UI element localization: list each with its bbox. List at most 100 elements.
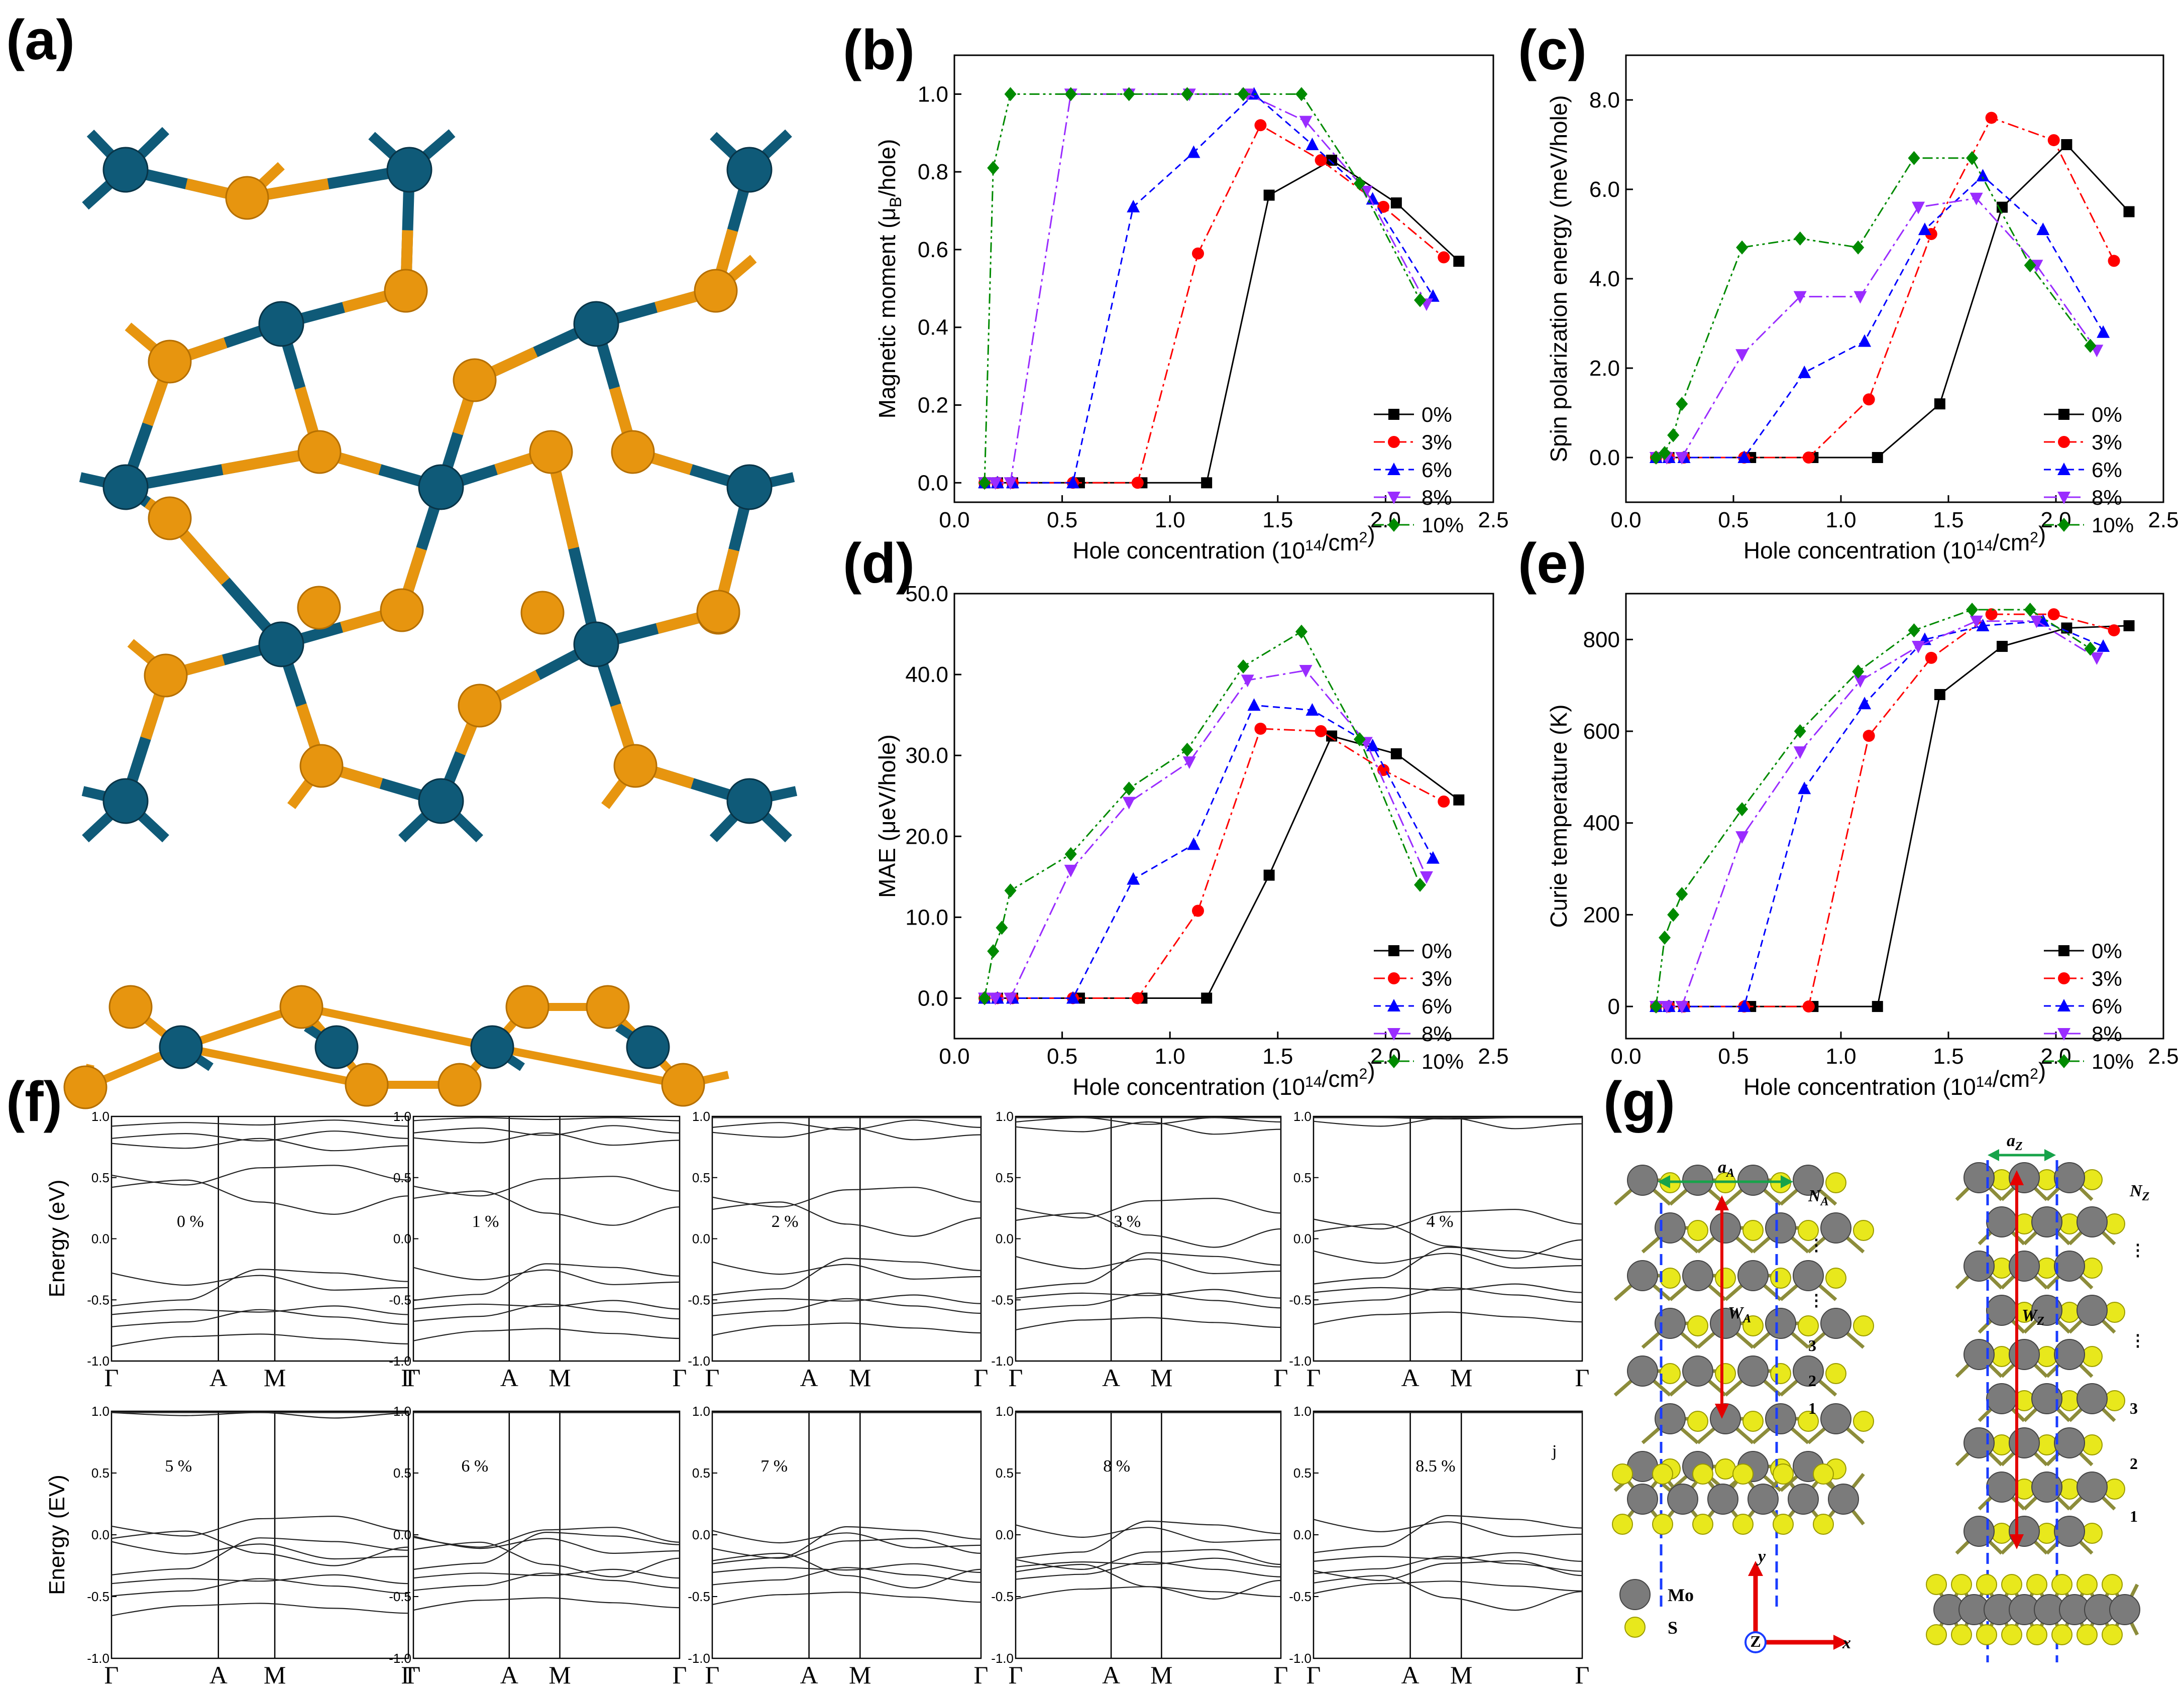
sulfur-atom xyxy=(1991,1346,2012,1367)
data-point-6% xyxy=(1066,991,1080,1004)
kpoint-label: M xyxy=(264,1661,286,1689)
sulfur-atom xyxy=(613,744,658,788)
data-point-6% xyxy=(1737,450,1751,463)
molybdenum-atom xyxy=(2009,1427,2040,1458)
band-curve xyxy=(111,1138,409,1152)
data-point-10% xyxy=(1414,877,1427,892)
series-line-8% xyxy=(985,93,1428,484)
molybdenum-atom xyxy=(1820,1308,1851,1339)
kpoint-label: Γ xyxy=(974,1364,989,1392)
y-tick-label: 20.0 xyxy=(905,824,948,849)
series-line-8% xyxy=(985,669,1428,999)
data-point-8% xyxy=(1675,1001,1689,1014)
series-line-3% xyxy=(985,124,1445,484)
data-point-8% xyxy=(989,477,1002,490)
data-point-6% xyxy=(1976,169,1990,182)
row-label-na: NA xyxy=(1808,1187,1829,1208)
x-tick-label: 1.0 xyxy=(1825,1044,1856,1069)
data-point-6% xyxy=(1798,365,1811,378)
data-point-10% xyxy=(2024,602,2036,617)
data-point-8% xyxy=(1122,797,1136,810)
data-point-10% xyxy=(1353,176,1366,191)
sulfur-atom xyxy=(1652,1463,1673,1485)
molybdenum-atom xyxy=(1793,1260,1824,1291)
molybdenum-atom xyxy=(1986,1206,2017,1237)
kpoint-label: Γ xyxy=(401,1364,416,1392)
band-curve xyxy=(111,1412,409,1419)
molybdenum-atom xyxy=(1655,1212,1686,1243)
molybdenum-atom xyxy=(1667,1484,1698,1515)
kpoint-label: A xyxy=(1102,1364,1120,1392)
x-tick-label: 1.0 xyxy=(1155,1044,1185,1069)
data-point-3% xyxy=(1191,247,1204,260)
data-point-3% xyxy=(1377,200,1390,213)
x-tick-label: 0.5 xyxy=(1718,508,1749,532)
sulfur-atom xyxy=(2051,1624,2072,1645)
y-tick-label: 50.0 xyxy=(905,582,948,606)
kpoint-label: Γ xyxy=(406,1364,421,1392)
band-y-tick-label: 1.0 xyxy=(91,1404,110,1419)
band-curve xyxy=(413,1527,680,1548)
legend-marker xyxy=(1388,972,1400,984)
band-curve xyxy=(1313,1575,1583,1611)
legend-label: 3% xyxy=(2092,967,2122,990)
data-point-0% xyxy=(1453,794,1465,806)
y-axis-label: Curie temperature (K) xyxy=(1546,705,1572,928)
sulfur-atom xyxy=(586,985,630,1029)
legend-label: 8% xyxy=(1422,486,1452,509)
band-curve xyxy=(111,1333,409,1347)
data-point-10% xyxy=(1123,781,1135,796)
band-y-tick-label: 0.0 xyxy=(91,1527,110,1542)
sulfur-atom xyxy=(1715,1363,1736,1384)
data-point-3% xyxy=(1985,111,1998,124)
sulfur-atom xyxy=(1692,1514,1713,1535)
data-point-6% xyxy=(2036,222,2050,236)
data-point-8% xyxy=(1064,864,1077,877)
band-y-tick-label: 0.0 xyxy=(692,1231,710,1247)
data-point-10% xyxy=(1064,847,1077,861)
series-line-8% xyxy=(1656,197,2098,459)
arrow-head xyxy=(1715,1404,1729,1419)
legend-marker xyxy=(1387,999,1400,1011)
band-y-tick-label: 0.5 xyxy=(692,1465,710,1481)
band-y-tick-label: 0.0 xyxy=(393,1527,411,1542)
kpoint-label: Γ xyxy=(1306,1661,1321,1689)
band-y-tick-label: 1.0 xyxy=(393,1109,411,1124)
band-y-tick-label: 0.5 xyxy=(1293,1170,1312,1185)
axis-y-label: y xyxy=(1756,1547,1766,1566)
data-point-6% xyxy=(2097,325,2110,338)
sulfur-atom xyxy=(2082,1523,2103,1544)
data-point-10% xyxy=(978,476,991,490)
molybdenum-atom xyxy=(2054,1427,2085,1458)
x-tick-label: 0.5 xyxy=(1047,1044,1077,1069)
arrow-head xyxy=(1748,1561,1763,1576)
sulfur-atom xyxy=(1742,1315,1764,1336)
data-point-6% xyxy=(2097,639,2110,652)
band-y-tick-label: -1.0 xyxy=(1289,1353,1312,1369)
data-point-3% xyxy=(1315,154,1327,166)
x-tick-label: 0.0 xyxy=(939,508,969,532)
sulfur-atom xyxy=(1991,1523,2012,1544)
arrow-head xyxy=(1988,1149,1999,1161)
panel-label-b: (b) xyxy=(843,19,915,81)
band-y-tick-label: 1.0 xyxy=(393,1404,411,1419)
band-y-tick-label: 0.5 xyxy=(91,1465,110,1481)
sulfur-atom xyxy=(1853,1315,1874,1336)
y-tick-label: 0.0 xyxy=(918,471,948,495)
sulfur-atom xyxy=(2077,1624,2098,1645)
x-axis-label: Hole concentration (1014/cm2) xyxy=(1743,1058,2046,1100)
band-y-tick-label: 0.0 xyxy=(692,1527,710,1542)
kpoint-label: M xyxy=(1150,1364,1172,1392)
sulfur-atom xyxy=(148,496,192,540)
sulfur-atom xyxy=(2059,1213,2080,1234)
legend-label: 8% xyxy=(1422,1022,1452,1046)
kpoint-label: M xyxy=(1150,1661,1172,1689)
band-curve xyxy=(1015,1561,1281,1580)
x-tick-label: 2.5 xyxy=(1478,1044,1508,1069)
band-y-tick-label: 0.0 xyxy=(996,1231,1014,1247)
x-tick-label: 1.5 xyxy=(1262,508,1293,532)
band-frame xyxy=(711,1115,982,1362)
